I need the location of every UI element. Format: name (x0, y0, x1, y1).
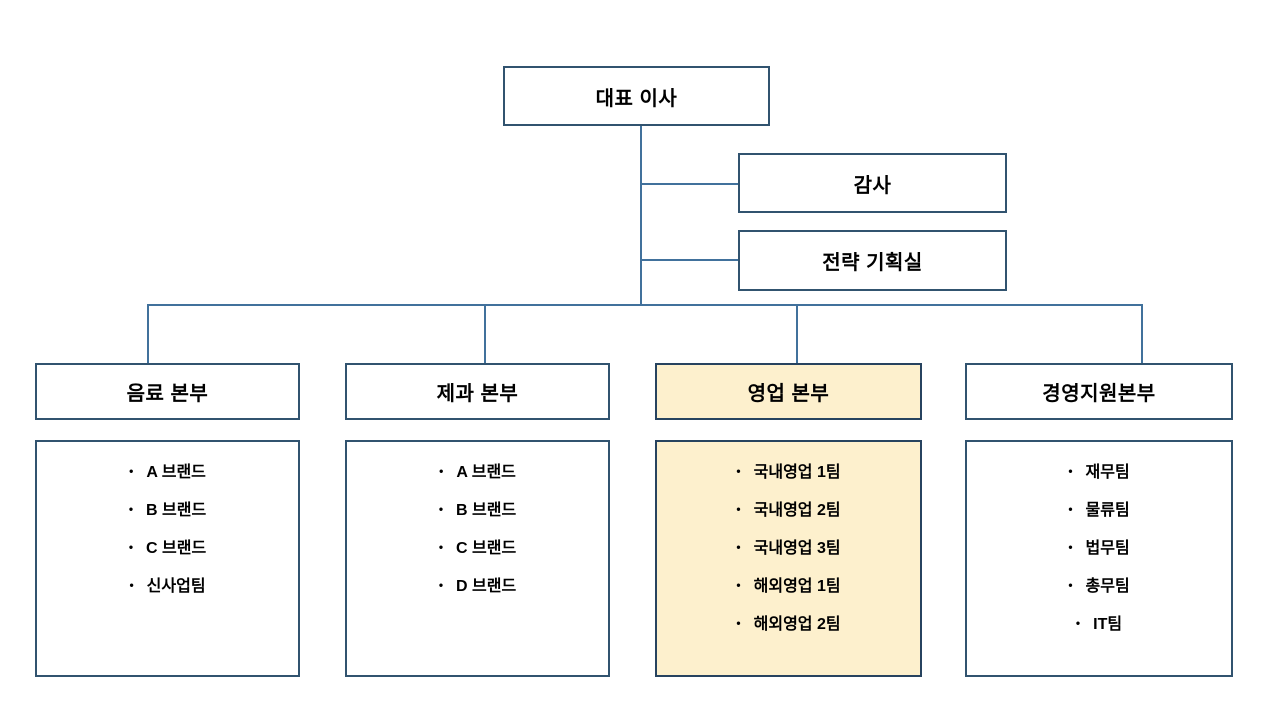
ceo-box: 대표 이사 (503, 66, 770, 126)
list-item: • 물류팀 (967, 489, 1231, 527)
division-label: 제과 본부 (436, 383, 519, 405)
bullet-icon: • (736, 502, 741, 516)
list-item: • 법무팀 (967, 527, 1231, 565)
bullet-icon: • (129, 578, 134, 592)
team-label: 국내영업 2팀 (753, 502, 841, 519)
ceo-label: 대표 이사 (595, 87, 678, 110)
list-item: • 총무팀 (967, 565, 1231, 603)
connector-drop-division-4 (1141, 304, 1143, 363)
list-item: • A 브랜드 (347, 451, 608, 489)
team-label: D 브랜드 (456, 578, 517, 595)
team-label: B 브랜드 (456, 502, 517, 519)
team-label: 해외영업 2팀 (753, 616, 841, 633)
team-label: 해외영업 1팀 (753, 578, 841, 595)
list-item: • 재무팀 (967, 451, 1231, 489)
team-label: 국내영업 3팀 (753, 540, 841, 557)
connector-drop-division-2 (484, 304, 486, 363)
list-item: • 국내영업 3팀 (657, 527, 920, 565)
team-label: 재무팀 (1085, 464, 1130, 481)
bullet-icon: • (1068, 578, 1073, 592)
bullet-icon: • (438, 540, 444, 554)
list-item: • 국내영업 2팀 (657, 489, 920, 527)
division-header-sales: 영업 본부 (655, 363, 922, 420)
bullet-icon: • (736, 540, 741, 554)
team-label: A 브랜드 (146, 464, 206, 481)
team-label: C 브랜드 (456, 540, 517, 557)
bullet-icon: • (1068, 464, 1073, 478)
strategy-office-label: 전략 기획실 (822, 252, 923, 274)
bullet-icon: • (1068, 540, 1073, 554)
list-item: • IT팀 (967, 603, 1231, 641)
team-label: 법무팀 (1085, 540, 1130, 557)
list-item: • C 브랜드 (347, 527, 608, 565)
list-item: • 해외영업 1팀 (657, 565, 920, 603)
connector-drop-division-3 (796, 304, 798, 363)
list-item: • 국내영업 1팀 (657, 451, 920, 489)
bullet-icon: • (736, 464, 741, 478)
division-teams-confectionery: • A 브랜드 • B 브랜드 • C 브랜드 • D 브랜드 (345, 440, 610, 677)
list-item: • A 브랜드 (37, 451, 298, 489)
list-item: • B 브랜드 (37, 489, 298, 527)
bullet-icon: • (1075, 616, 1081, 630)
division-teams-sales: • 국내영업 1팀 • 국내영업 2팀 • 국내영업 3팀 • 해외영업 1팀 … (655, 440, 922, 677)
bullet-icon: • (736, 578, 741, 592)
division-label: 경영지원본부 (1042, 383, 1156, 405)
bullet-icon: • (438, 578, 444, 592)
list-item: • 신사업팀 (37, 565, 298, 603)
bullet-icon: • (129, 464, 134, 478)
list-item: • B 브랜드 (347, 489, 608, 527)
team-label: IT팀 (1093, 616, 1123, 633)
bullet-icon: • (128, 502, 134, 516)
connector-main-horizontal (147, 304, 1143, 306)
division-label: 영업 본부 (747, 383, 830, 405)
connector-audit-branch (640, 183, 738, 185)
team-label: 물류팀 (1085, 502, 1130, 519)
team-label: 국내영업 1팀 (753, 464, 841, 481)
team-label: C 브랜드 (146, 540, 207, 557)
bullet-icon: • (1068, 502, 1073, 516)
team-label: 신사업팀 (146, 578, 206, 595)
division-teams-management-support: • 재무팀 • 물류팀 • 법무팀 • 총무팀 • IT팀 (965, 440, 1233, 677)
division-label: 음료 본부 (126, 383, 209, 405)
list-item: • D 브랜드 (347, 565, 608, 603)
connector-strategy-branch (640, 259, 738, 261)
bullet-icon: • (128, 540, 134, 554)
audit-label: 감사 (853, 174, 892, 197)
division-header-beverage: 음료 본부 (35, 363, 300, 420)
list-item: • 해외영업 2팀 (657, 603, 920, 641)
strategy-office-box: 전략 기획실 (738, 230, 1007, 291)
audit-box: 감사 (738, 153, 1007, 213)
team-label: B 브랜드 (146, 502, 207, 519)
bullet-icon: • (736, 616, 741, 630)
team-label: A 브랜드 (456, 464, 516, 481)
team-label: 총무팀 (1085, 578, 1130, 595)
division-teams-beverage: • A 브랜드 • B 브랜드 • C 브랜드 • 신사업팀 (35, 440, 300, 677)
list-item: • C 브랜드 (37, 527, 298, 565)
connector-drop-division-1 (147, 304, 149, 363)
connector-ceo-vertical (640, 126, 642, 306)
division-header-confectionery: 제과 본부 (345, 363, 610, 420)
division-header-management-support: 경영지원본부 (965, 363, 1233, 420)
bullet-icon: • (438, 502, 444, 516)
bullet-icon: • (439, 464, 444, 478)
